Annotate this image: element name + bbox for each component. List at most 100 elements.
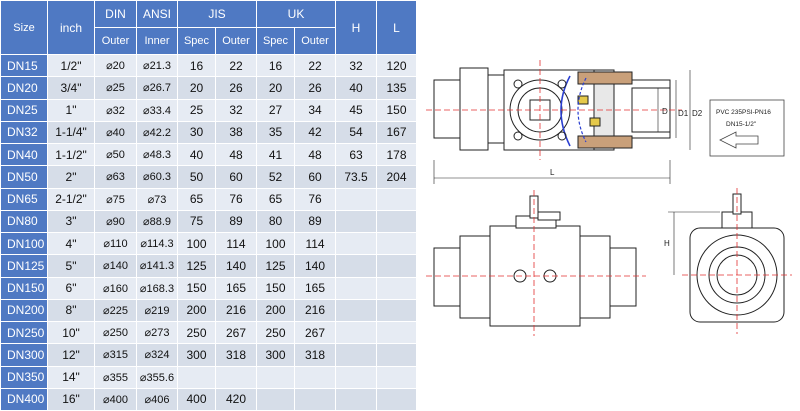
cell-size: DN15 bbox=[0, 53, 48, 78]
cell-size: DN50 bbox=[0, 165, 48, 189]
stamp-line-2: DN15-1/2" bbox=[726, 121, 757, 128]
cell-jis-outer: 60 bbox=[215, 165, 257, 189]
cell-uk-outer: 140 bbox=[293, 254, 337, 278]
cell-inch: 12" bbox=[47, 343, 95, 367]
cell-ansi: ⌀219 bbox=[136, 298, 178, 323]
cell-inch: 1-1/2" bbox=[47, 142, 95, 167]
cell-ansi: ⌀406 bbox=[136, 387, 178, 411]
cell-jis-outer: 140 bbox=[215, 254, 257, 278]
cell-jis-spec: 200 bbox=[177, 298, 216, 323]
cell-l bbox=[376, 320, 418, 345]
cell-h bbox=[335, 276, 378, 300]
header-uk: UK bbox=[255, 0, 337, 28]
cell-size: DN65 bbox=[0, 187, 48, 211]
cell-h: 45 bbox=[335, 98, 378, 122]
cell-l bbox=[376, 343, 418, 367]
cell-din: ⌀90 bbox=[94, 209, 137, 234]
cell-l bbox=[376, 254, 418, 278]
header-jis-spec: Spec bbox=[177, 27, 216, 55]
cell-ansi: ⌀114.3 bbox=[136, 231, 178, 256]
cell-size: DN32 bbox=[0, 120, 48, 145]
cell-uk-outer: 26 bbox=[293, 76, 337, 100]
cell-uk-outer: 76 bbox=[293, 187, 337, 211]
cell-l bbox=[376, 209, 418, 234]
cell-jis-spec: 75 bbox=[177, 209, 216, 234]
cell-din: ⌀75 bbox=[94, 187, 137, 211]
cell-jis-outer: 76 bbox=[215, 187, 257, 211]
cell-uk-outer: 22 bbox=[293, 53, 337, 78]
cell-uk-outer: 89 bbox=[293, 209, 337, 234]
cell-din: ⌀355 bbox=[94, 365, 137, 389]
cell-jis-spec: 50 bbox=[177, 165, 216, 189]
cell-jis-outer bbox=[215, 365, 257, 389]
cell-uk-outer bbox=[293, 365, 337, 389]
cell-jis-spec: 250 bbox=[177, 320, 216, 345]
cell-jis-spec: 300 bbox=[177, 343, 216, 367]
cell-uk-spec: 65 bbox=[256, 187, 295, 211]
label-d: D bbox=[662, 107, 668, 116]
header-jis: JIS bbox=[177, 0, 257, 28]
cell-h: 54 bbox=[335, 120, 378, 145]
cell-ansi: ⌀26.7 bbox=[136, 76, 178, 100]
cell-inch: 3/4" bbox=[47, 76, 95, 100]
cell-h bbox=[335, 187, 378, 211]
cell-jis-outer: 114 bbox=[215, 231, 257, 256]
cell-jis-spec: 30 bbox=[177, 120, 216, 145]
cell-inch: 16" bbox=[47, 387, 95, 411]
cell-l bbox=[376, 387, 418, 411]
cell-uk-outer: 267 bbox=[293, 320, 337, 345]
cell-l: 120 bbox=[376, 53, 418, 78]
cell-size: DN200 bbox=[0, 298, 48, 323]
cell-size: DN40 bbox=[0, 142, 48, 167]
cell-uk-spec: 20 bbox=[256, 76, 295, 100]
section-view bbox=[433, 67, 671, 151]
cell-uk-outer: 42 bbox=[293, 120, 337, 145]
cell-h bbox=[335, 387, 378, 411]
cell-uk-spec bbox=[256, 387, 295, 411]
cell-l: 204 bbox=[376, 165, 418, 189]
cell-din: ⌀140 bbox=[94, 254, 137, 278]
cell-inch: 8" bbox=[47, 298, 95, 323]
cell-ansi: ⌀141.3 bbox=[136, 254, 178, 278]
cell-ansi: ⌀42.2 bbox=[136, 120, 178, 145]
cell-jis-spec: 40 bbox=[177, 142, 216, 167]
cell-jis-spec: 25 bbox=[177, 98, 216, 122]
cell-inch: 10" bbox=[47, 320, 95, 345]
cell-ansi: ⌀273 bbox=[136, 320, 178, 345]
cell-uk-outer: 114 bbox=[293, 231, 337, 256]
cell-uk-outer: 34 bbox=[293, 98, 337, 122]
cell-h bbox=[335, 343, 378, 367]
cell-h bbox=[335, 298, 378, 323]
cell-inch: 2-1/2" bbox=[47, 187, 95, 211]
cell-size: DN100 bbox=[0, 231, 48, 256]
valve-drawings: L D D1 D2 PVC 235PSI-PN16 DN15-1/2" bbox=[426, 60, 792, 336]
dimension-table: Size inch DIN ANSI JIS UK H L Outer Inne… bbox=[0, 0, 418, 411]
cell-jis-outer: 216 bbox=[215, 298, 257, 323]
cell-jis-spec: 100 bbox=[177, 231, 216, 256]
cell-jis-outer: 165 bbox=[215, 276, 257, 300]
cell-din: ⌀400 bbox=[94, 387, 137, 411]
cell-din: ⌀315 bbox=[94, 343, 137, 367]
cell-jis-outer: 48 bbox=[215, 142, 257, 167]
cell-ansi: ⌀355.6 bbox=[136, 365, 178, 389]
cell-jis-outer: 26 bbox=[215, 76, 257, 100]
flow-arrow-icon bbox=[719, 131, 759, 149]
side-elevation bbox=[433, 195, 637, 327]
cell-uk-spec: 250 bbox=[256, 320, 295, 345]
cell-size: DN250 bbox=[0, 320, 48, 345]
cell-uk-outer: 60 bbox=[293, 165, 337, 189]
cell-din: ⌀250 bbox=[94, 320, 137, 345]
side-centerlines bbox=[426, 190, 646, 336]
cell-jis-spec: 150 bbox=[177, 276, 216, 300]
cell-jis-outer: 38 bbox=[215, 120, 257, 145]
header-din-outer: Outer bbox=[94, 27, 137, 55]
end-dimension-h bbox=[668, 211, 720, 275]
cell-size: DN20 bbox=[0, 76, 48, 100]
